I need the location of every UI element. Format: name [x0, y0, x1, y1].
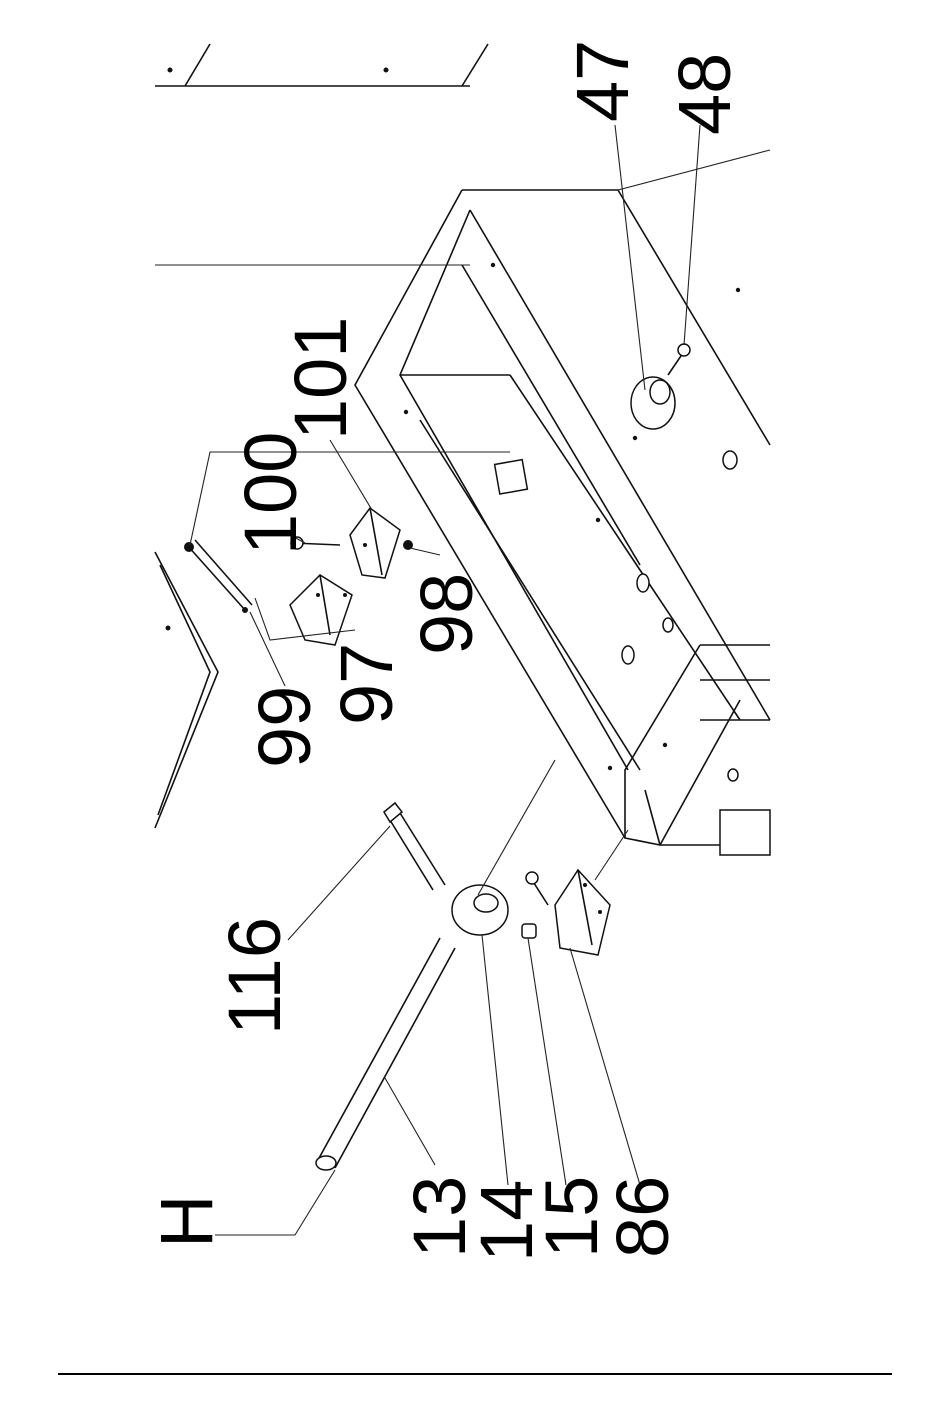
label-86: 86: [601, 1176, 684, 1258]
label-97: 97: [325, 643, 408, 725]
label-99: 99: [243, 686, 326, 768]
label-98: 98: [405, 573, 488, 655]
part-13-shaft: [316, 938, 455, 1170]
label-47: 47: [561, 40, 644, 122]
label-100: 100: [229, 432, 312, 555]
part-15-sleeve: [522, 924, 536, 938]
part-47-roller: [631, 377, 675, 429]
part-116-pin: [384, 803, 445, 890]
part-48-bolt: [668, 344, 690, 375]
label-116: 116: [213, 917, 296, 1035]
main-frame: [355, 190, 770, 855]
part-86-block: [526, 870, 610, 955]
left-guide-rail: [155, 552, 218, 828]
label-48: 48: [663, 53, 746, 135]
top-panel: [155, 44, 488, 86]
label-101: 101: [279, 317, 362, 440]
part-101-block: [350, 508, 400, 578]
label-H: H: [145, 1195, 228, 1248]
